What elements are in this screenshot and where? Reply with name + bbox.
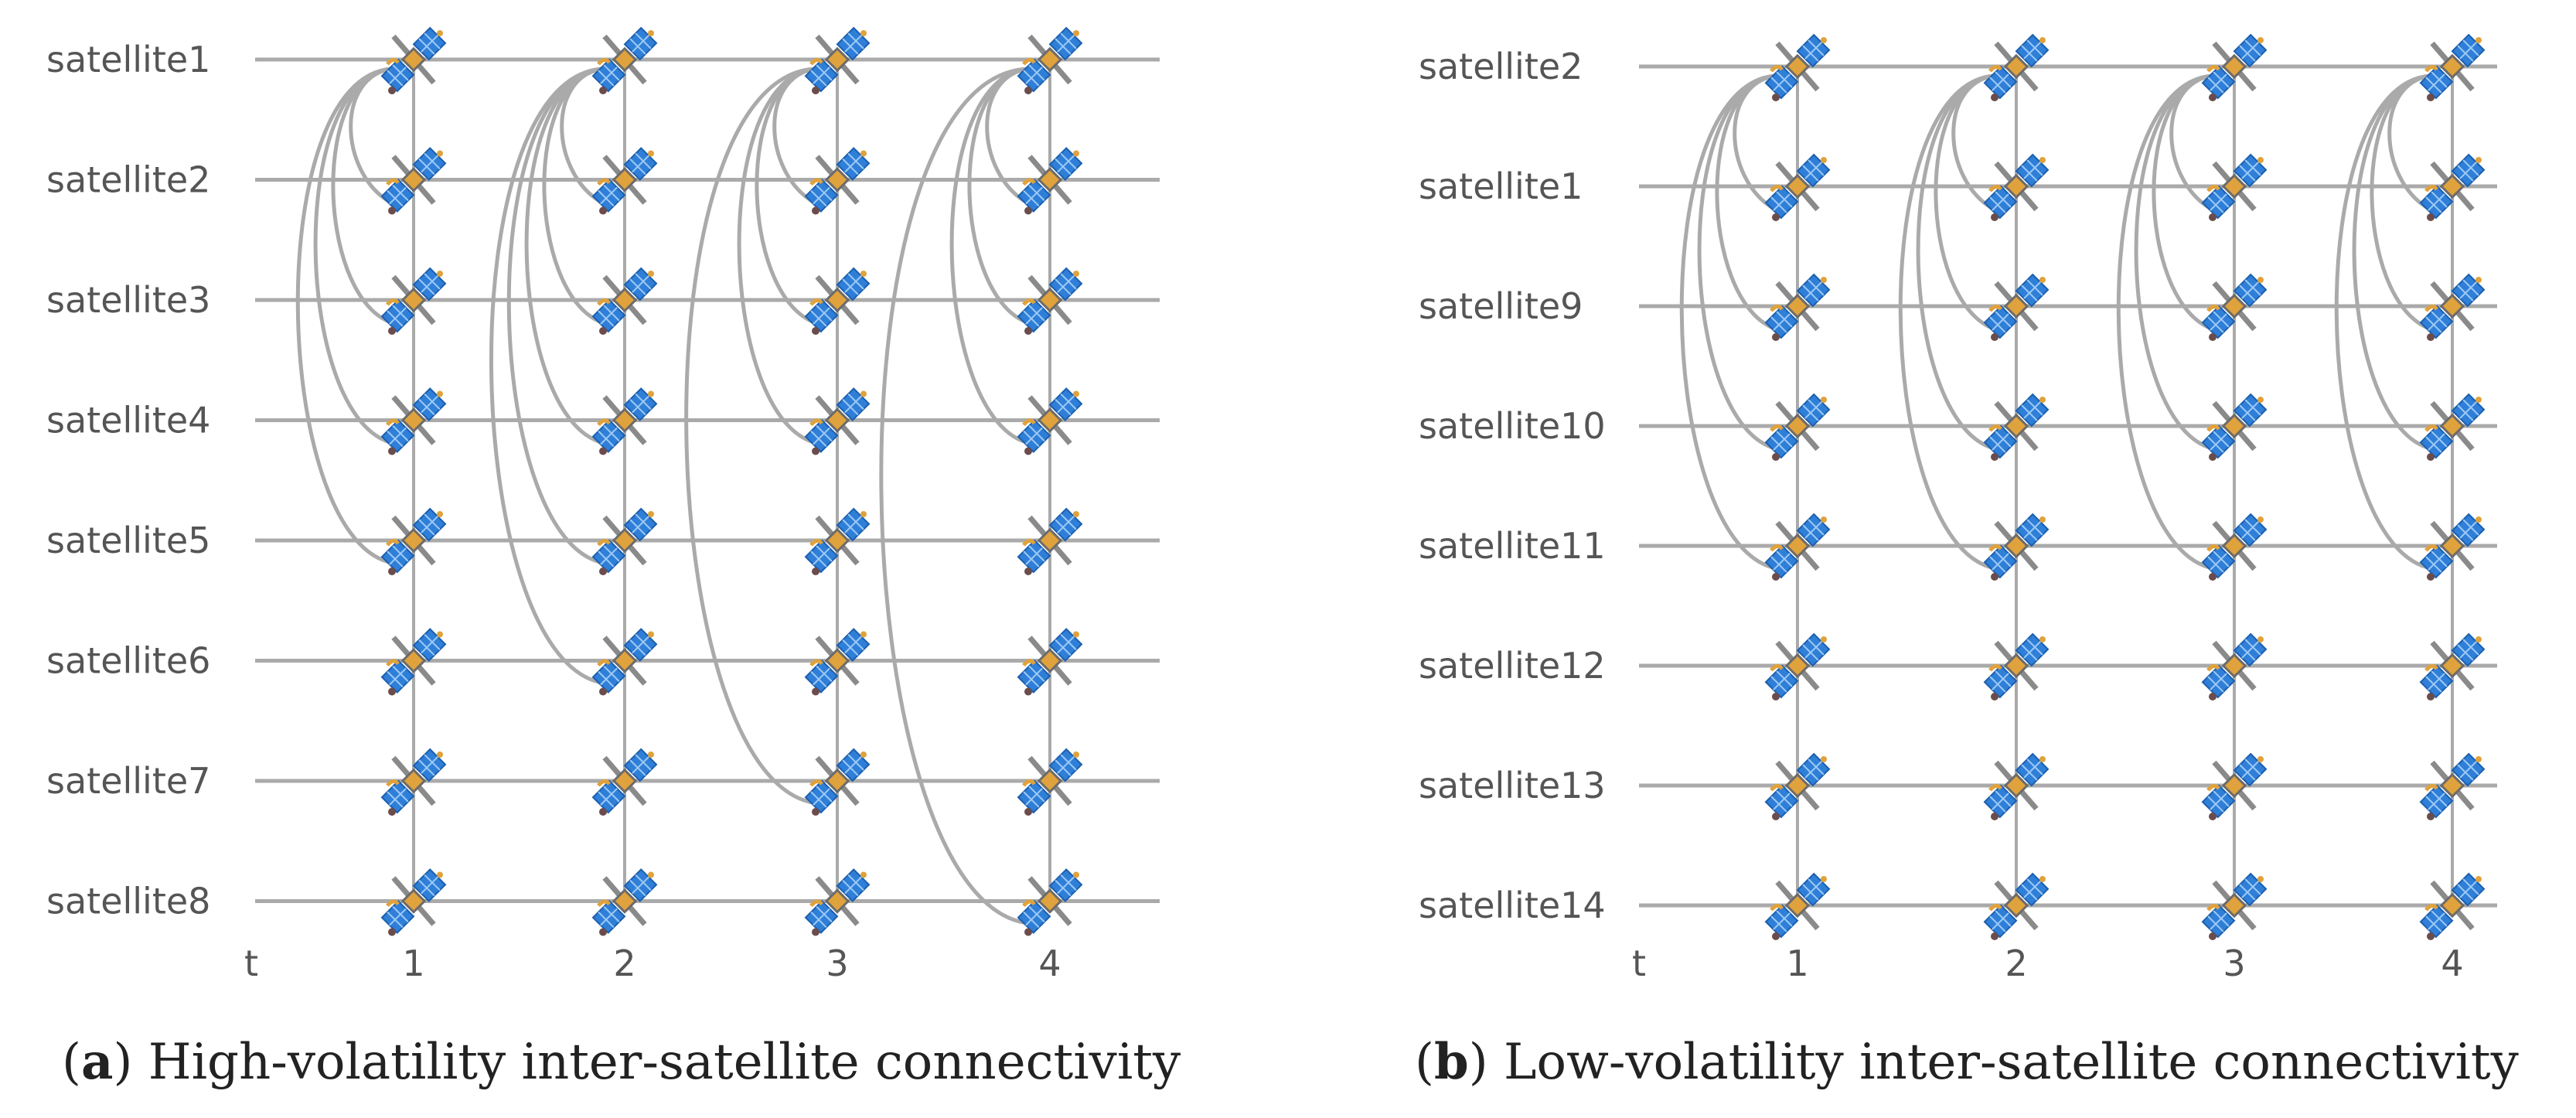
connectivity-link [506,66,604,564]
connectivity-link [737,66,816,444]
row-label: satellite10 [1419,405,1606,447]
time-axis-label: t [1632,942,1646,984]
connectivity-link [1679,73,1777,570]
panel-caption: (a) High-volatility inter-satellite conn… [62,1033,1181,1091]
connectivity-link [949,66,1029,444]
row-label: satellite4 [46,400,210,441]
connectivity-link [2116,73,2213,570]
row-label: satellite14 [1419,885,1606,926]
row-label: satellite6 [46,640,210,682]
connectivity-link [2134,73,2213,450]
connectivity-link [295,66,393,564]
connectivity-link [1697,73,1777,450]
row-label: satellite13 [1419,765,1606,806]
row-label: satellite2 [1419,46,1583,87]
time-tick-label: 1 [1786,942,1808,984]
connectivity-link [879,66,1029,925]
row-label: satellite8 [46,881,210,922]
connectivity-link [2334,73,2431,570]
row-label: satellite5 [46,520,210,561]
connectivity-link [524,66,604,444]
connectivity-link [1898,73,1995,570]
time-tick-label: 2 [2005,942,2027,984]
panel-caption: (b) Low-volatility inter-satellite conne… [1415,1033,2519,1091]
row-label: satellite1 [1419,165,1583,207]
row-label: satellite12 [1419,645,1606,687]
time-tick-label: 3 [826,942,848,984]
row-label: satellite9 [1419,285,1583,327]
time-tick-label: 3 [2223,942,2245,984]
row-label: satellite1 [46,39,210,80]
row-label: satellite3 [46,279,210,321]
connectivity-link [313,66,393,444]
connectivity-link [1916,73,1995,450]
panel-a: satellite1 satellite2 satellite3 satellite4… [46,28,1181,1091]
time-tick-label: 1 [402,942,424,984]
connectivity-link [684,66,816,805]
row-label: satellite7 [46,760,210,802]
time-tick-label: 4 [2441,942,2463,984]
row-label: satellite11 [1419,525,1606,567]
connectivity-link [489,66,604,684]
time-tick-label: 2 [613,942,635,984]
panel-b: satellite2 satellite1 satellite9 satellite1… [1415,35,2519,1091]
row-label: satellite2 [46,159,210,201]
time-axis-label: t [244,942,258,984]
time-tick-label: 4 [1038,942,1061,984]
connectivity-link [2352,73,2431,450]
